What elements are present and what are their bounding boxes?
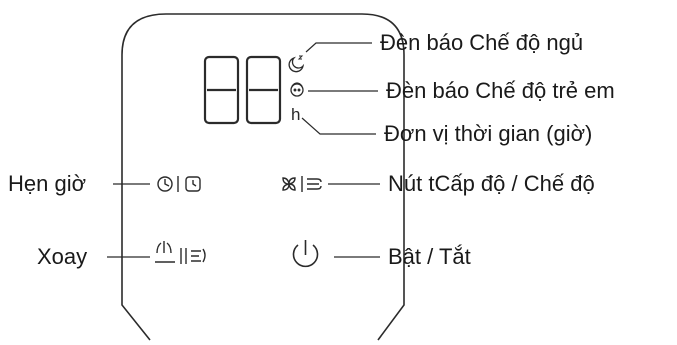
label-time-unit: Đơn vị thời gian (giờ) — [384, 121, 593, 146]
seven-segment-display — [203, 55, 282, 125]
label-power: Bật / Tắt — [388, 244, 471, 269]
power-icon[interactable] — [292, 240, 319, 268]
label-child-mode-indicator: Đèn báo Chế độ trẻ em — [386, 78, 615, 103]
label-timer: Hẹn giờ — [8, 171, 87, 196]
digit-2 — [245, 55, 282, 125]
label-speed-mode-button: Nút tCấp độ / Chế độ — [388, 171, 595, 196]
hour-unit-symbol: h — [291, 105, 300, 124]
panel-outline — [121, 13, 405, 341]
child-face-icon — [290, 82, 304, 97]
label-swing: Xoay — [37, 244, 88, 269]
leader-time-unit — [301, 117, 376, 135]
leader-lines — [107, 42, 380, 258]
swing-icon[interactable] — [155, 241, 206, 264]
moon-sleep-icon — [288, 55, 305, 73]
clock-timer-icon[interactable] — [157, 176, 201, 192]
label-sleep-mode-indicator: Đèn báo Chế độ ngủ — [380, 30, 584, 55]
digit-1 — [203, 55, 240, 125]
leader-sleep — [305, 42, 372, 53]
fan-speed-icon[interactable] — [282, 176, 322, 192]
